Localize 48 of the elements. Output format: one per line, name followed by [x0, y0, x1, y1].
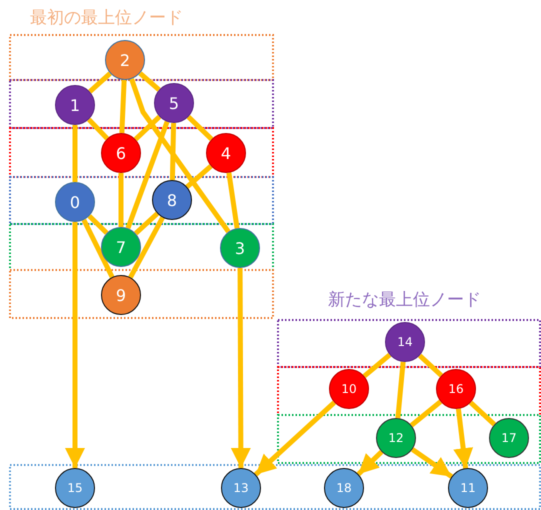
- connector-line: [128, 216, 165, 279]
- connector-line: [410, 400, 442, 428]
- node-circle: 5: [154, 83, 194, 123]
- connector-line: [87, 118, 109, 140]
- arrow: [356, 450, 384, 476]
- group-title: 新たな最上位ノード: [328, 289, 481, 311]
- node-circle: 0: [55, 182, 95, 222]
- connector-line: [395, 362, 406, 418]
- node-circle: 3: [220, 228, 260, 268]
- connector-line: [88, 72, 112, 94]
- connector-line: [134, 114, 162, 142]
- node-circle: 2: [105, 40, 145, 80]
- node-circle: 12: [376, 418, 416, 458]
- connector-line: [118, 173, 124, 227]
- arrow: [230, 268, 251, 468]
- connector-line: [226, 172, 240, 229]
- node-circle: 6: [101, 133, 141, 173]
- connector-line: [72, 125, 78, 182]
- node-circle: 18: [324, 468, 364, 508]
- node-circle: 17: [489, 418, 529, 458]
- connector-line: [134, 212, 159, 236]
- connector-line: [119, 80, 127, 134]
- connector-line: [468, 400, 496, 426]
- node-circle: 14: [385, 322, 425, 362]
- arrow: [254, 400, 336, 476]
- node-circle: 16: [436, 369, 476, 409]
- node-circle: 8: [152, 180, 192, 220]
- node-circle: 9: [101, 275, 141, 315]
- connector-line: [126, 120, 170, 230]
- arrow: [65, 222, 85, 468]
- node-circle: 4: [206, 133, 246, 173]
- node-circle: 10: [329, 369, 369, 409]
- node-circle: 13: [221, 468, 261, 508]
- node-circle: 15: [55, 468, 95, 508]
- connector-line: [362, 352, 392, 378]
- node-circle: 11: [448, 468, 488, 508]
- connector-line: [88, 214, 108, 235]
- connector-line: [129, 78, 230, 234]
- connector-line: [418, 354, 443, 378]
- arrow: [411, 447, 453, 479]
- connector-line: [186, 115, 214, 141]
- connector-line: [138, 71, 161, 92]
- connector-line: [82, 218, 114, 278]
- group-title: 最初の最上位ノード: [30, 7, 183, 29]
- connector-line: [170, 122, 176, 180]
- node-circle: 1: [55, 85, 95, 125]
- connector-line: [185, 164, 213, 189]
- arrow: [453, 408, 474, 468]
